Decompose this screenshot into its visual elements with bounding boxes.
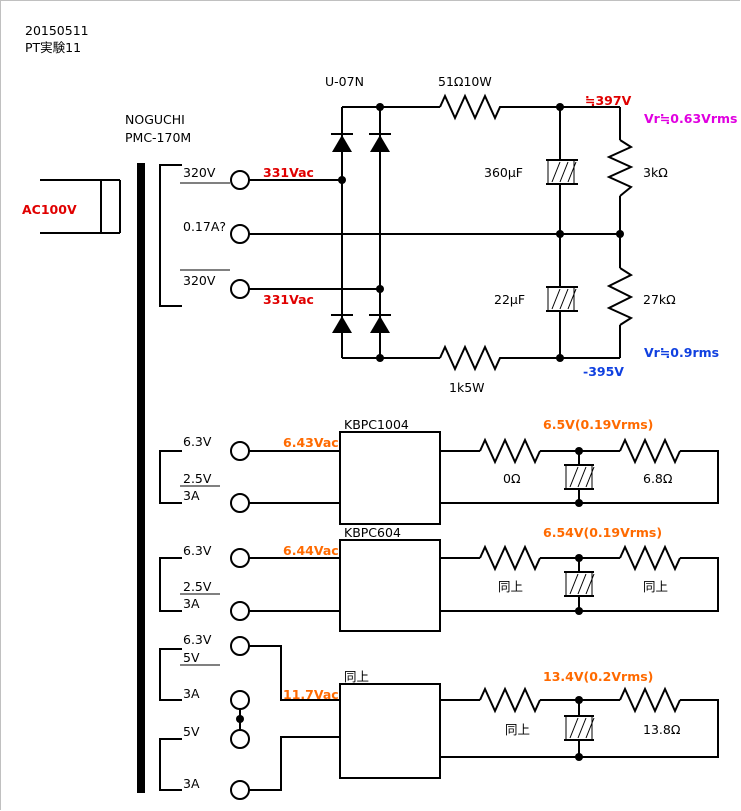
diode-label: U-07N (325, 74, 364, 89)
ripple-positive: Vr≒0.63Vrms (644, 111, 737, 126)
heater3-winding (159, 636, 719, 800)
heater1-r1: 0Ω (503, 471, 521, 486)
ac-input-symbol (40, 179, 121, 234)
heater1-r2: 6.8Ω (643, 471, 673, 486)
v-positive: ≒397V (585, 93, 632, 108)
ripple-negative: Vr≒0.9rms (644, 345, 719, 360)
heater3-vac: 11.7Vac (283, 687, 339, 702)
resistor-bottom (439, 344, 505, 372)
v-negative: -395V (583, 364, 624, 379)
load-resistor-bottom-label: 27kΩ (643, 292, 676, 307)
heater1-vac: 6.43Vac (283, 435, 339, 450)
date-label: 20150511 (25, 23, 89, 38)
load-resistor-top (606, 139, 634, 197)
heater3-r1: 同上 (505, 722, 530, 737)
heater2-winding (159, 539, 719, 632)
cap-top-label: 360μF (484, 165, 523, 180)
heater3-tap-5a: 5V (183, 650, 200, 665)
heater2-tap-25: 2.5V (183, 579, 212, 594)
heater2-vdc: 6.54V(0.19Vrms) (543, 525, 662, 540)
hv-vac-top: 331Vac (263, 165, 314, 180)
resistor-bottom-label: 1k5W (449, 380, 485, 395)
hv-vac-bottom: 331Vac (263, 292, 314, 307)
ac-input-label: AC100V (22, 202, 77, 217)
hv-secondary-winding (159, 164, 250, 307)
hv-tap-bottom: 320V (183, 273, 216, 288)
heater1-vdc: 6.5V(0.19Vrms) (543, 417, 653, 432)
cap-bottom-label: 22μF (494, 292, 525, 307)
heater3-tap-63: 6.3V (183, 632, 212, 647)
cap-top (546, 159, 578, 185)
heater2-r1: 同上 (498, 579, 523, 594)
hv-tap-top: 320V (183, 165, 216, 180)
heater1-winding (159, 431, 719, 525)
load-resistor-bottom (606, 267, 634, 326)
heater3-current-b: 3A (183, 776, 200, 791)
heater3-r2: 13.8Ω (643, 722, 681, 737)
heater2-r2: 同上 (643, 579, 668, 594)
bridge-diodes (331, 133, 391, 333)
hv-junctions (338, 103, 624, 362)
heater2-current: 3A (183, 596, 200, 611)
heater1-current: 3A (183, 488, 200, 503)
transformer-core (137, 163, 145, 793)
heater2-tap-63: 6.3V (183, 543, 212, 558)
heater3-current-a: 3A (183, 686, 200, 701)
cap-bottom (546, 286, 578, 312)
resistor-top-label: 51Ω10W (438, 74, 492, 89)
heater1-tap-25: 2.5V (183, 471, 212, 486)
load-resistor-top-label: 3kΩ (643, 165, 668, 180)
resistor-top (439, 93, 505, 121)
experiment-title: PT実験11 (25, 40, 81, 55)
hv-wiring (249, 106, 621, 359)
heater3-tap-5b: 5V (183, 724, 200, 739)
heater3-vdc: 13.4V(0.2Vrms) (543, 669, 653, 684)
heater2-vac: 6.44Vac (283, 543, 339, 558)
heater1-tap-63: 6.3V (183, 434, 212, 449)
transformer-model: PMC-170M (125, 130, 191, 145)
heater1-bridge: KBPC1004 (344, 417, 409, 432)
hv-center-tap: 0.17A? (183, 219, 226, 234)
heater3-bridge: 同上 (344, 669, 369, 684)
transformer-maker: NOGUCHI (125, 112, 185, 127)
heater2-bridge: KBPC604 (344, 525, 401, 540)
